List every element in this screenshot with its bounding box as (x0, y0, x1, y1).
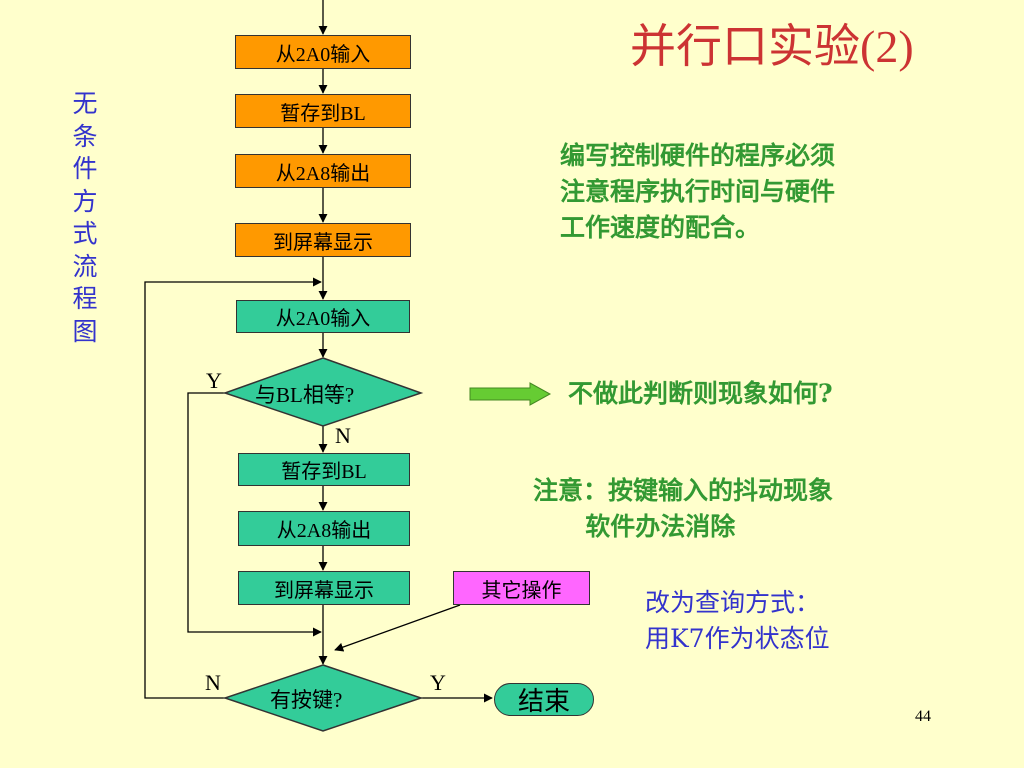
display-screen-box-2: 到屏幕显示 (238, 571, 410, 605)
compare-diamond (222, 357, 424, 427)
output-2a8-box: 从2A8输出 (235, 154, 411, 188)
compare-no-label: N (335, 423, 351, 448)
question-note: 不做此判断则现象如何? (568, 379, 833, 408)
debounce-note: 注意：按键输入的抖动现象 软件办法消除 (533, 476, 834, 541)
vertical-flowchart-label: 无条件方式流程图 (72, 89, 98, 346)
output-2a8-box-2: 从2A8输出 (238, 511, 410, 546)
keycheck-label: 有按键? (270, 688, 343, 712)
polling-note: 改为查询方式： 用K7作为状态位 (645, 588, 830, 653)
keycheck-yes-label: Y (430, 670, 446, 695)
keycheck-no-label: N (205, 670, 221, 695)
keycheck-diamond (222, 664, 424, 732)
page-title: 并行口实验(2) (630, 21, 914, 72)
store-bl-box: 暂存到BL (235, 94, 411, 128)
timing-note: 编写控制硬件的程序必须 注意程序执行时间与硬件 工作速度的配合。 (560, 141, 836, 242)
end-terminal: 结束 (494, 683, 594, 716)
compare-yes-label: Y (206, 368, 222, 393)
page-number: 44 (915, 708, 931, 725)
other-operation-box: 其它操作 (453, 571, 590, 605)
input-2a0-box-2: 从2A0输入 (236, 300, 410, 333)
display-screen-box: 到屏幕显示 (235, 223, 411, 257)
input-2a0-box: 从2A0输入 (235, 35, 411, 69)
store-bl-box-2: 暂存到BL (238, 453, 410, 486)
compare-label: 与BL相等? (255, 383, 355, 407)
